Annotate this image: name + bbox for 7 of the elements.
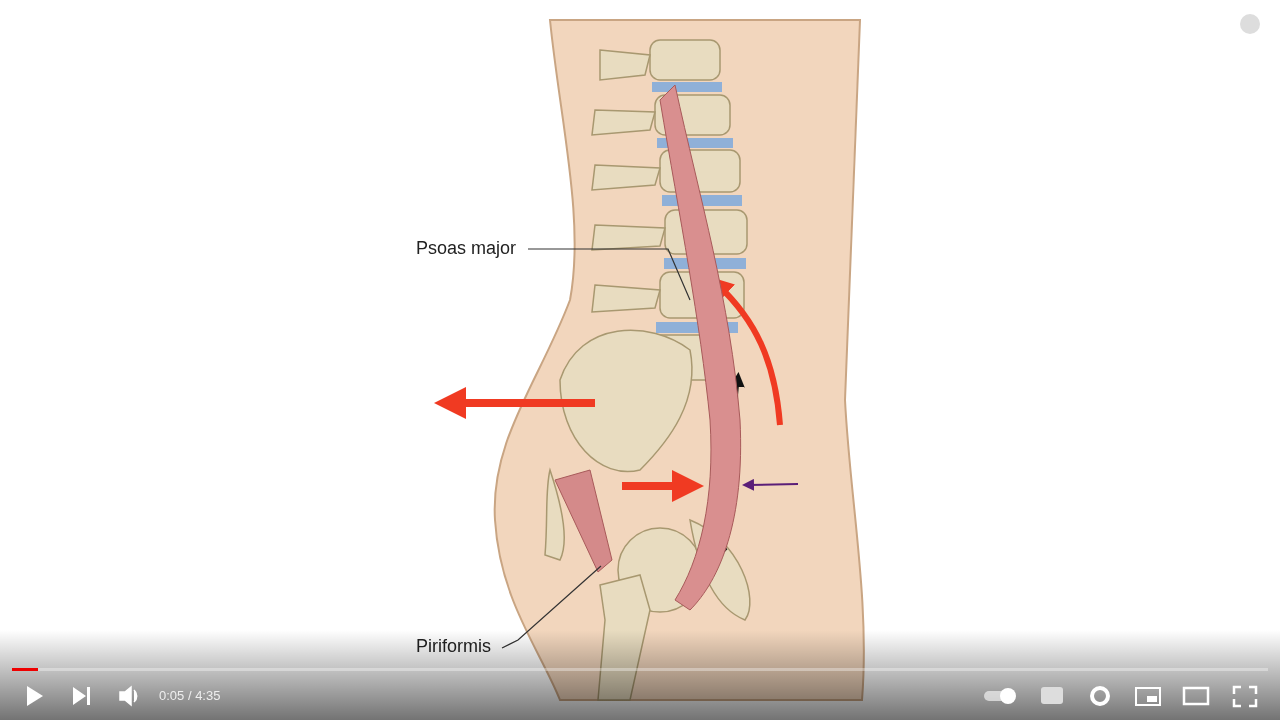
leader-line	[501, 565, 602, 649]
piriformis-muscle	[554, 469, 613, 573]
psoas-muscle	[659, 84, 742, 611]
label: Psoas major	[416, 238, 517, 259]
time-display: 0:05 / 4:35	[159, 688, 221, 703]
label: Piriformis	[416, 636, 491, 657]
leader-line	[527, 248, 691, 301]
